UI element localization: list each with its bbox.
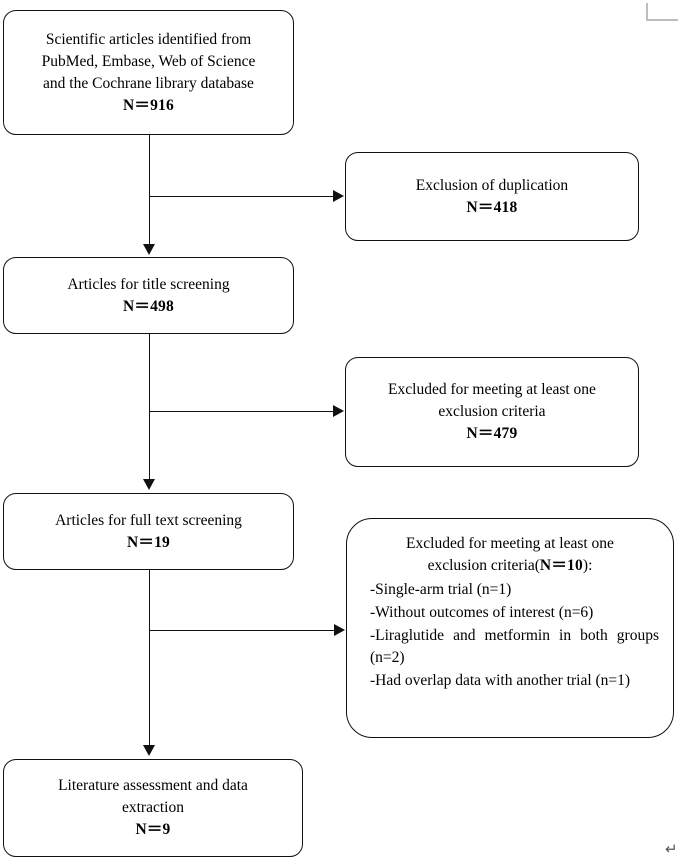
connector-fulltext-to-final xyxy=(149,570,150,747)
box-literature-assessment: Literature assessment and data extractio… xyxy=(3,759,303,857)
list-item: -Single-arm trial (n=1) xyxy=(370,581,512,598)
box-line: exclusion criteria xyxy=(438,403,546,420)
arrowhead-right-to-duplication xyxy=(333,190,344,202)
exclusion-reason-list: -Single-arm trial (n=1) -Without outcome… xyxy=(361,579,659,693)
box-line: Literature assessment and data xyxy=(58,777,248,794)
box-excluded-title-screening: Excluded for meeting at least one exclus… xyxy=(345,357,639,467)
box-count: N＝418 xyxy=(466,198,518,216)
box-fulltext-screening: Articles for full text screening N＝19 xyxy=(3,493,294,570)
connector-title-to-fulltext xyxy=(149,334,150,481)
box-records-identified: Scientific articles identified from PubM… xyxy=(3,10,294,135)
box-count: N＝9 xyxy=(135,821,171,838)
paragraph-mark-icon: ↵ xyxy=(665,841,678,858)
exclusion-total-count: N＝10 xyxy=(539,557,583,574)
box-line: and the Cochrane library database xyxy=(43,74,254,92)
connector-to-duplication xyxy=(149,196,334,197)
list-item: -Had overlap data with another trial (n=… xyxy=(370,672,631,689)
connector-identified-to-title xyxy=(149,135,150,246)
arrowhead-down-to-title xyxy=(143,244,155,255)
box-line: Articles for title screening xyxy=(67,275,230,293)
list-item: -Liraglutide and metformin in both group… xyxy=(370,627,659,666)
arrowhead-down-to-fulltext xyxy=(143,479,155,490)
connector-to-excluded-title xyxy=(149,411,334,412)
arrowhead-down-to-final xyxy=(143,745,155,756)
box-line: Articles for full text screening xyxy=(55,511,242,529)
box-line: PubMed, Embase, Web of Science xyxy=(41,52,256,70)
list-item: -Without outcomes of interest (n=6) xyxy=(370,604,594,621)
box-count: N＝498 xyxy=(123,297,174,315)
arrowhead-right-to-excluded-fulltext xyxy=(334,624,345,636)
arrowhead-right-to-excluded-title xyxy=(333,405,344,417)
connector-to-excluded-fulltext xyxy=(149,630,335,631)
box-line: Excluded for meeting at least one xyxy=(388,381,596,398)
box-line: extraction xyxy=(122,799,184,816)
box-line: Scientific articles identified from xyxy=(45,30,252,48)
box-count: N＝916 xyxy=(123,96,174,114)
box-excluded-fulltext-screening: Excluded for meeting at least one exclus… xyxy=(346,518,674,738)
exclusion-heading-line1: Excluded for meeting at least one xyxy=(406,535,614,552)
exclusion-heading-suffix: ): xyxy=(582,557,593,574)
box-exclusion-duplication: Exclusion of duplication N＝418 xyxy=(345,152,639,241)
crop-mark-icon xyxy=(646,3,678,21)
exclusion-heading-line2: exclusion criteria(N＝10): xyxy=(361,555,659,577)
box-title-screening: Articles for title screening N＝498 xyxy=(3,257,294,334)
box-count: N＝479 xyxy=(466,425,518,442)
exclusion-heading-prefix: exclusion criteria( xyxy=(427,557,540,574)
box-line: Exclusion of duplication xyxy=(415,176,569,194)
box-count: N＝19 xyxy=(127,533,170,551)
